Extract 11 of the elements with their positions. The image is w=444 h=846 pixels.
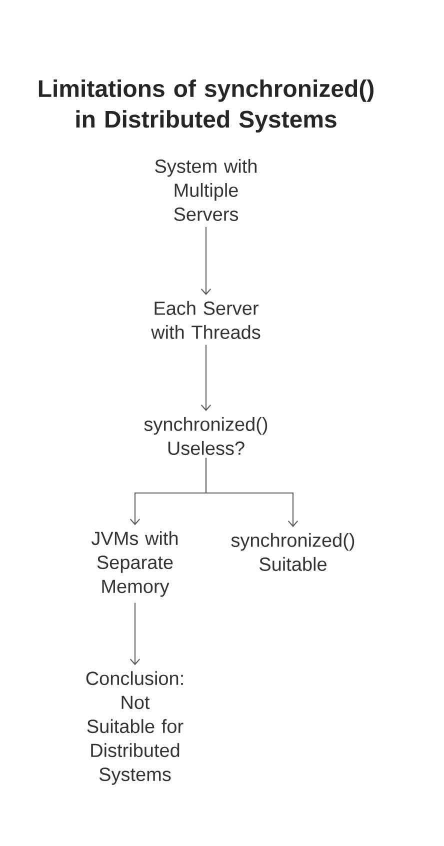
node-text: JVMs with Separate Memory [91, 531, 178, 597]
title: Limitations of synchronized() in Distributed Systems [38, 79, 374, 133]
arrow [130, 602, 140, 666]
node-text: synchronized() Suitable [231, 533, 354, 571]
node-text: Each Server with Threads [151, 301, 260, 339]
arrow [205, 458, 298, 528]
node-text: Conclusion: Not Suitable for Distributed Systems [86, 671, 184, 785]
node-text: synchronized() Useless? [144, 417, 268, 455]
arrow [200, 344, 212, 412]
arrow [200, 226, 212, 296]
node-text: System with Multiple Servers [155, 159, 256, 221]
